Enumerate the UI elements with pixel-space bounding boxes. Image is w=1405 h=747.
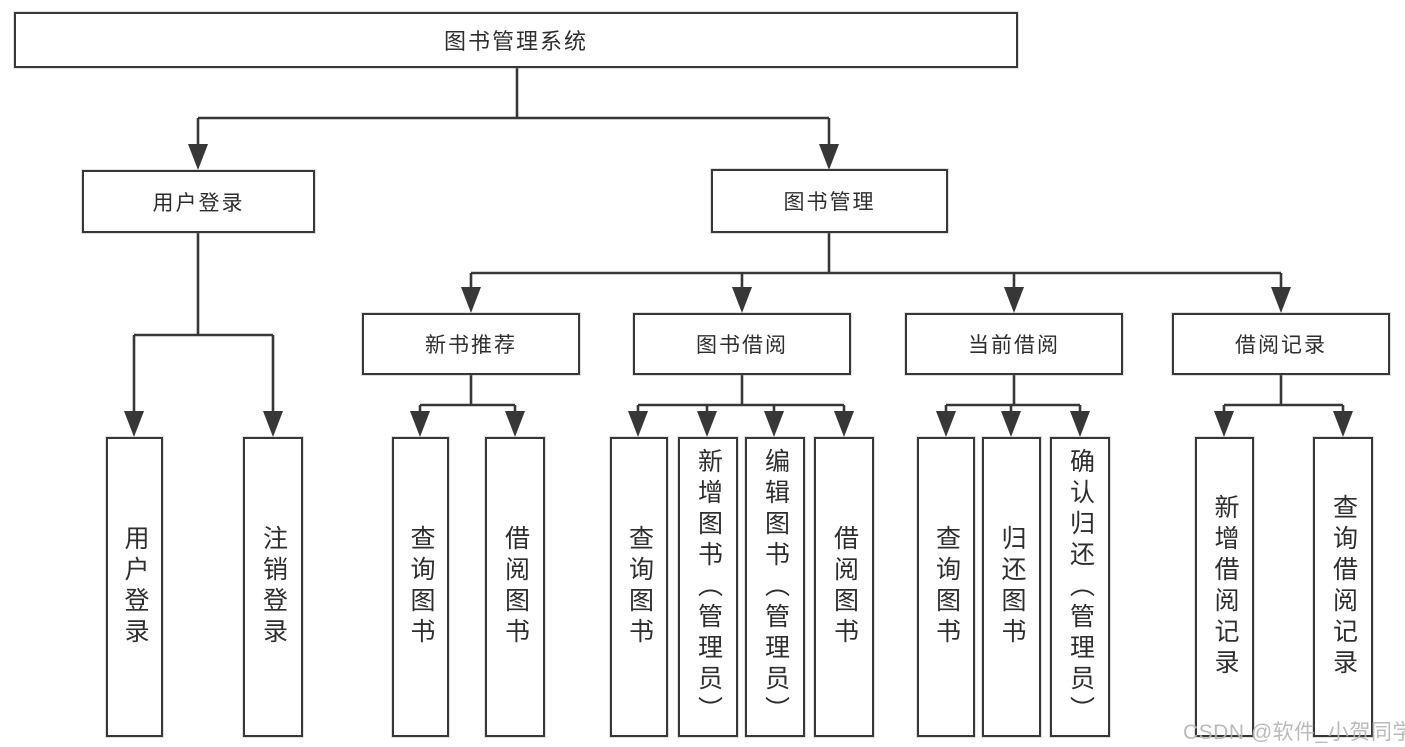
node-user-login-group: 用户登录	[82, 170, 315, 233]
leaf-user-login: 用户登录	[106, 437, 163, 737]
node-root: 图书管理系统	[14, 12, 1018, 68]
watermark-text: CSDN @软件_小贺同学	[1183, 721, 1405, 744]
leaf-borrowing-query: 查询图书	[610, 437, 668, 737]
node-new-book-recommend: 新书推荐	[362, 313, 580, 375]
connector-edges	[132, 68, 1345, 433]
leaf-records-add: 新增借阅记录	[1195, 437, 1254, 737]
node-book-management-group: 图书管理	[711, 169, 948, 233]
node-borrow-records: 借阅记录	[1172, 313, 1390, 375]
connector-arrowheads	[124, 144, 1353, 437]
leaf-newbooks-borrow: 借阅图书	[485, 437, 545, 737]
node-book-borrowing: 图书借阅	[633, 313, 851, 375]
leaf-current-return: 归还图书	[982, 437, 1041, 737]
node-current-borrowing: 当前借阅	[905, 313, 1123, 375]
leaf-records-query: 查询借阅记录	[1313, 437, 1373, 737]
leaf-newbooks-query: 查询图书	[392, 437, 449, 737]
leaf-current-confirm: 确认归还（管理员）	[1050, 437, 1110, 737]
leaf-borrowing-edit: 编辑图书（管理员）	[745, 437, 805, 737]
leaf-current-query: 查询图书	[917, 437, 975, 737]
leaf-borrowing-add: 新增图书（管理员）	[678, 437, 738, 737]
leaf-logout: 注销登录	[243, 437, 303, 737]
leaf-borrowing-borrow: 借阅图书	[814, 437, 874, 737]
